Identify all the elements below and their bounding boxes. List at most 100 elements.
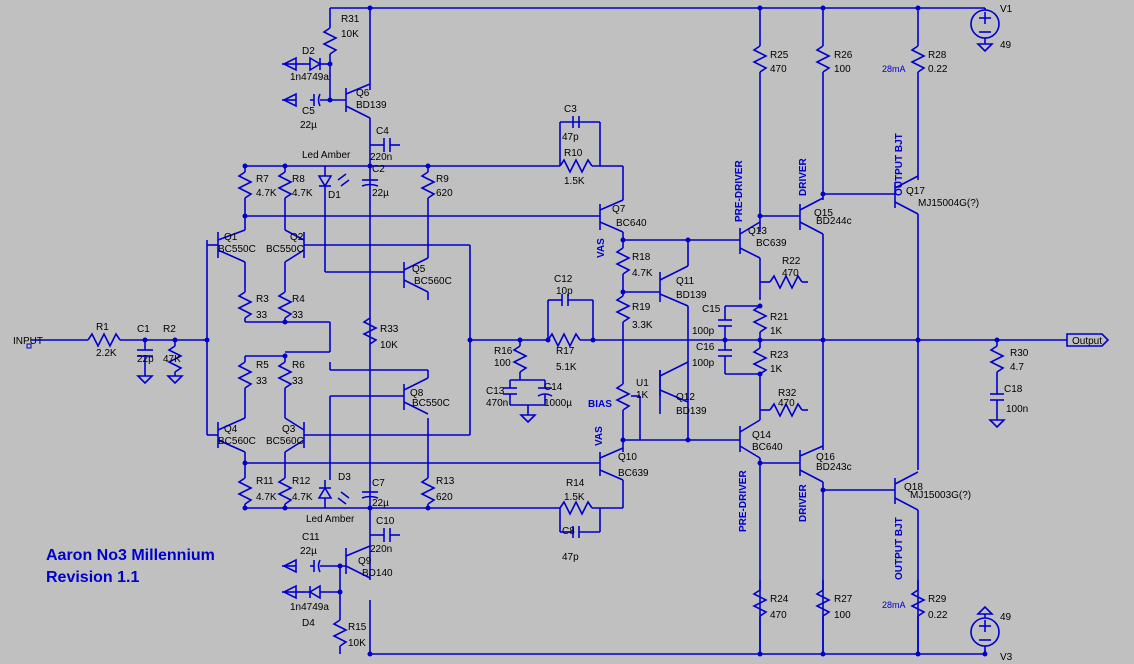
component-value-q4: BC560C [218, 436, 256, 447]
component-value-c12: 10p [556, 286, 573, 297]
component-value-r24: 470 [770, 610, 787, 621]
component-ref-q6: Q6 [356, 88, 370, 99]
component-ref-d3: D3 [338, 472, 351, 483]
component-ref-r32: R32 [778, 388, 797, 399]
component-value-r8: 4.7K [292, 188, 313, 199]
component-value-r33: 10K [380, 340, 398, 351]
component-ref-q15: Q15 [814, 208, 833, 219]
component-value-r21: 1K [770, 326, 783, 337]
component-ref-c2: C2 [372, 164, 385, 175]
led-note-top: Led Amber [302, 150, 351, 161]
component-value-q18: MJ15003G(?) [910, 490, 971, 501]
component-ref-c14: C14 [544, 382, 563, 393]
component-value-r19: 3.3K [632, 320, 653, 331]
component-value-r14: 1.5K [564, 492, 585, 503]
component-value-q16: BD243c [816, 462, 852, 473]
component-ref-q12: Q12 [676, 392, 695, 403]
component-ref-r7: R7 [256, 174, 269, 185]
component-ref-c15: C15 [702, 304, 721, 315]
component-ref-c8: C8 [562, 526, 575, 537]
component-value-q7: BC640 [616, 218, 647, 229]
predriver-note-bottom: PRE-DRIVER [738, 470, 749, 532]
component-value-r4: 33 [292, 310, 304, 321]
component-value-r31: 10K [341, 29, 359, 40]
component-ref-r21: R21 [770, 312, 789, 323]
component-ref-r15: R15 [348, 622, 367, 633]
component-value-r12: 4.7K [292, 492, 313, 503]
component-ref-d1: D1 [328, 190, 341, 201]
input-section [26, 240, 218, 436]
component-ref-r1: R1 [96, 322, 109, 333]
predriver-note-top: PRE-DRIVER [734, 160, 745, 222]
current-note-bottom: 28mA [882, 600, 906, 610]
component-ref-q18: Q18 [904, 482, 923, 493]
component-ref-q3: Q3 [282, 424, 296, 435]
output-stage [718, 5, 1110, 657]
component-ref-u1: U1 [636, 378, 649, 389]
component-ref-c7: C7 [372, 478, 385, 489]
v1-value: 49 [1000, 40, 1012, 51]
component-value-r26: 100 [834, 64, 851, 75]
driver-note-top: DRIVER [798, 157, 809, 196]
component-value-r32: 470 [778, 398, 795, 409]
output-note-top: OUTPUT BJT [894, 133, 905, 196]
component-value-r17: 5.1K [556, 362, 577, 373]
component-value-r1: 2.2K [96, 348, 117, 359]
driver-note-bottom: DRIVER [798, 483, 809, 522]
output-port-label: Output [1072, 336, 1102, 347]
component-value-u1: 1K [636, 390, 649, 401]
component-ref-q9: Q9 [358, 556, 372, 567]
component-ref-q17: Q17 [906, 186, 925, 197]
component-value-c14: 1000µ [544, 398, 572, 409]
component-value-r5: 33 [256, 376, 268, 387]
component-ref-c16: C16 [696, 342, 715, 353]
component-ref-r23: R23 [770, 350, 789, 361]
component-value-q12: BD139 [676, 406, 707, 417]
component-value-c16: 100p [692, 358, 715, 369]
led-note-bottom: Led Amber [306, 514, 355, 525]
component-ref-r2: R2 [163, 324, 176, 335]
component-value-c15: 100p [692, 326, 715, 337]
component-ref-q8: Q8 [410, 388, 424, 399]
component-ref-r13: R13 [436, 476, 455, 487]
component-ref-r5: R5 [256, 360, 269, 371]
component-ref-q14: Q14 [752, 430, 771, 441]
component-ref-c1: C1 [137, 324, 150, 335]
component-value-q3: BC560C [266, 436, 304, 447]
v1-name: V1 [1000, 4, 1013, 15]
component-ref-r14: R14 [566, 478, 585, 489]
bottom-current-source [282, 362, 429, 657]
component-ref-q2: Q2 [290, 232, 304, 243]
title-block: Aaron No3 Millennium Revision 1.1 [46, 547, 215, 586]
component-value-q8: BC550C [412, 398, 450, 409]
vas-note-bottom: VAS [594, 426, 605, 446]
component-value-q14: BC640 [752, 442, 783, 453]
component-ref-d4: D4 [302, 618, 315, 629]
component-ref-r3: R3 [256, 294, 269, 305]
title-line-2: Revision 1.1 [46, 569, 139, 586]
v3-value: 49 [1000, 612, 1012, 623]
component-value-c7: 22µ [372, 498, 389, 509]
component-labels: R12.2KC122pR247KR3110KD21n4749aC522µQ6BD… [96, 14, 1029, 649]
voltage-source-v3 [970, 605, 1000, 657]
component-ref-r11: R11 [256, 476, 274, 487]
component-ref-c10: C10 [376, 516, 395, 527]
component-value-r22: 470 [782, 268, 799, 279]
component-ref-r27: R27 [834, 594, 853, 605]
component-value-q13: BC639 [756, 238, 787, 249]
component-ref-c13: C13 [486, 386, 505, 397]
component-ref-r19: R19 [632, 302, 651, 313]
component-value-q15: BD244c [816, 216, 852, 227]
component-value-q2: BC550C [266, 244, 304, 255]
component-ref-r4: R4 [292, 294, 305, 305]
component-value-d2: 1n4749a [290, 72, 329, 83]
input-stage [217, 163, 600, 511]
component-value-r11: 4.7K [256, 492, 277, 503]
component-ref-q4: Q4 [224, 424, 238, 435]
component-value-r2: 47K [163, 354, 181, 365]
title-line-1: Aaron No3 Millennium [46, 547, 215, 564]
component-value-c5: 22µ [300, 120, 317, 131]
component-value-c1: 22p [137, 354, 154, 365]
component-ref-q13: Q13 [748, 226, 767, 237]
